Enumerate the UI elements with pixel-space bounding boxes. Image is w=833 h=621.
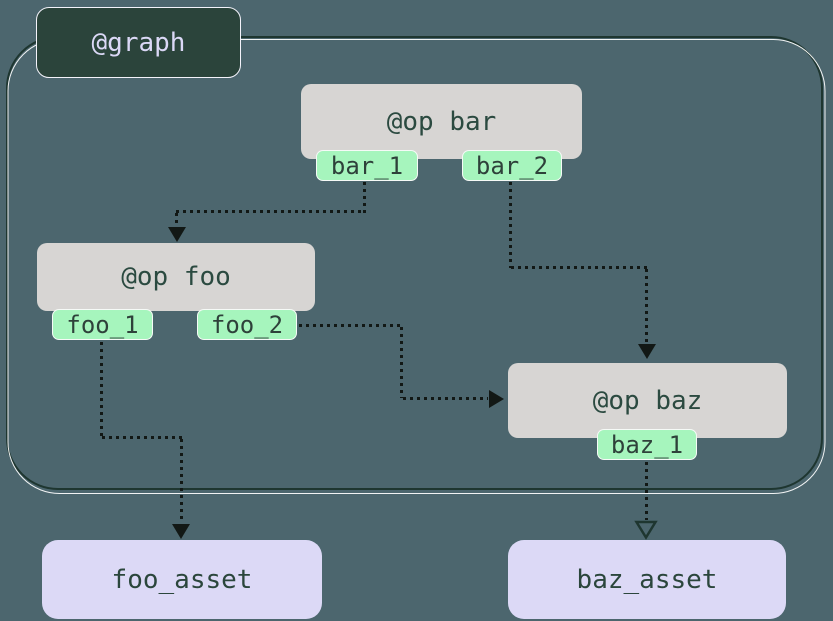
graph-label: @graph [36, 7, 241, 78]
edge-foo1-fooasset-segment [180, 439, 183, 522]
edge-bar2-baz-segment [511, 266, 648, 269]
edge-baz1-bazasset-segment [645, 462, 648, 520]
output-tag-bar-2-label: bar_2 [475, 151, 549, 180]
output-tag-foo-1: foo_1 [52, 309, 153, 340]
output-tag-foo-1-label: foo_1 [66, 310, 139, 339]
graph-boundary [6, 36, 823, 490]
graph-label-text: @graph [91, 27, 186, 58]
output-tag-bar-2: bar_2 [462, 150, 562, 181]
op-node-bar-label: @op bar [386, 106, 497, 137]
output-tag-baz-1: baz_1 [597, 429, 697, 460]
edge-foo2-baz-segment [299, 324, 403, 327]
output-tag-foo-2: foo_2 [197, 309, 297, 340]
output-tag-bar-1: bar_1 [316, 150, 418, 181]
output-tag-foo-2-label: foo_2 [210, 310, 284, 339]
edge-foo1-fooasset-segment [100, 342, 103, 437]
edge-foo2-baz-segment [400, 327, 403, 398]
asset-node-baz-asset: baz_asset [508, 540, 786, 619]
arrowhead-into-op-foo [168, 227, 186, 242]
edge-bar1-foo-segment [363, 182, 366, 213]
output-tag-baz-1-label: baz_1 [610, 430, 684, 459]
op-node-baz-label: @op baz [592, 385, 703, 416]
op-node-foo: @op foo [37, 243, 315, 311]
asset-node-foo-asset: foo_asset [42, 540, 322, 619]
edge-foo2-baz-segment [403, 397, 488, 400]
edge-bar2-baz-segment [645, 269, 648, 344]
output-tag-bar-1-label: bar_1 [330, 151, 404, 180]
arrowhead-into-op-baz-top [638, 344, 656, 359]
edge-bar1-foo-segment [175, 213, 178, 228]
arrowhead-into-baz-asset [634, 520, 658, 540]
arrowhead-into-op-baz-left [489, 390, 504, 408]
edge-bar1-foo-segment [176, 210, 366, 213]
arrowhead-into-foo-asset [172, 524, 190, 539]
asset-node-baz-asset-label: baz_asset [576, 564, 718, 595]
edge-bar2-baz-segment [509, 182, 512, 268]
asset-node-foo-asset-label: foo_asset [111, 564, 253, 595]
op-node-bar: @op bar [301, 84, 582, 159]
op-node-baz: @op baz [508, 363, 787, 438]
op-node-foo-label: @op foo [121, 262, 231, 292]
edge-foo1-fooasset-segment [102, 436, 182, 439]
